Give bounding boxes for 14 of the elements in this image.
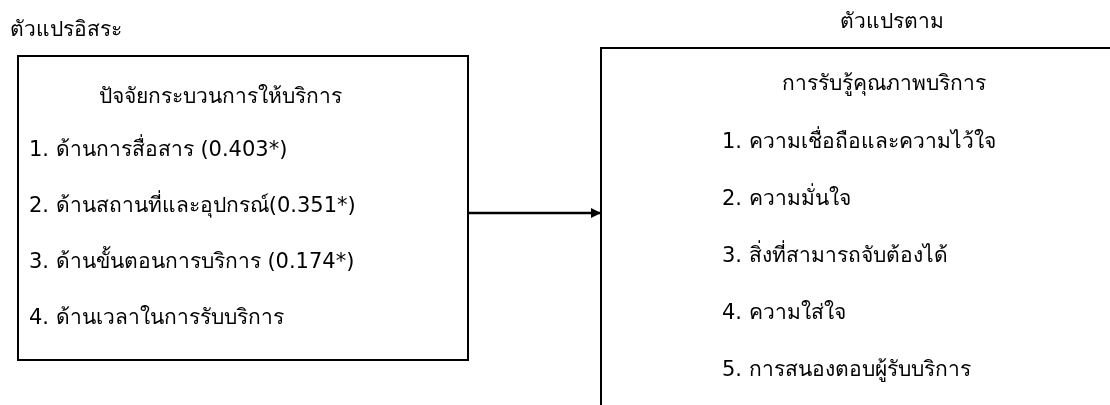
- box-title: ปัจจัยกระบวนการให้บริการ: [99, 83, 342, 110]
- arrow: [469, 208, 601, 218]
- list-item: 1. ความเชื่อถือและความไว้ใจ: [722, 127, 996, 155]
- box-title: การรับรู้คุณภาพบริการ: [782, 70, 986, 97]
- list-item: 3. สิ่งที่สามารถจับต้องได้: [722, 241, 948, 269]
- variable-heading: ตัวแปรอิสระ: [10, 16, 122, 43]
- list-item: 3. ด้านขั้นตอนการบริการ (0.174*): [29, 247, 355, 275]
- list-item: 2. ความมั่นใจ: [722, 184, 851, 212]
- list-item: 4. ด้านเวลาในการรับบริการ: [29, 304, 284, 331]
- list-item: 5. การสนองตอบผู้รับบริการ: [722, 356, 971, 383]
- variable-heading: ตัวแปรตาม: [840, 8, 944, 35]
- list-item: 2. ด้านสถานที่และอุปกรณ์(0.351*): [29, 191, 356, 219]
- list-item: 4. ความใส่ใจ: [722, 299, 846, 326]
- list-item: 1. ด้านการสื่อสาร (0.403*): [29, 135, 288, 163]
